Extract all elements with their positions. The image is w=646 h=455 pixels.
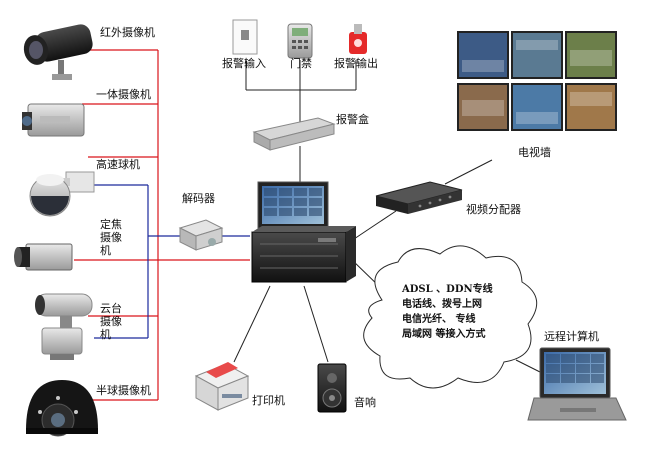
remote-computer-label: 远程计算机 (544, 330, 599, 343)
door-access-icon (287, 23, 313, 59)
alarm-output-icon (349, 24, 367, 54)
integrated-camera-icon (22, 103, 85, 137)
ptz-camera-icon (35, 293, 93, 360)
network-line: ADSL 、DDN专线 (402, 284, 493, 295)
network-access-methods: ADSL 、DDN专线 电话线、拨号上网 电信光纤、 专线 局域网 等接入方式 (402, 282, 522, 342)
video-wall-icon (457, 31, 617, 131)
decoder-label: 解码器 (182, 192, 215, 205)
speaker-label: 音响 (354, 396, 376, 409)
video-wall-label: 电视墙 (518, 146, 551, 159)
fixed-focus-camera-label: 定焦摄像机 (100, 218, 122, 257)
alarm-input-label: 报警输入 (222, 57, 266, 70)
ptz-camera-label: 云台摄像机 (100, 302, 122, 341)
network-line: 电信光纤、 专线 (402, 314, 476, 325)
video-splitter-label: 视频分配器 (466, 203, 521, 216)
fixed-focus-camera-icon (14, 243, 73, 271)
infrared-camera-icon (23, 24, 93, 80)
alarm-box-label: 报警盒 (336, 113, 369, 126)
alarm-input-icon (232, 19, 258, 55)
control-lines (78, 184, 250, 339)
network-line: 电话线、拨号上网 (402, 299, 482, 310)
network-cloud-icon (363, 245, 538, 389)
alarm-box-icon (252, 117, 336, 151)
video-splitter-icon (375, 181, 463, 214)
half-dome-camera-icon (26, 380, 98, 437)
speaker-icon (317, 363, 347, 413)
network-line: 局域网 等接入方式 (402, 329, 486, 340)
decoder-icon (178, 219, 224, 251)
printer-icon (194, 362, 250, 411)
integrated-camera-label: 一体摄像机 (96, 88, 151, 101)
half-dome-camera-label: 半球摄像机 (96, 384, 151, 397)
remote-computer-icon (527, 347, 627, 421)
printer-label: 打印机 (252, 394, 285, 407)
dvr-host-icon (251, 181, 356, 283)
door-access-label: 门禁 (290, 57, 312, 70)
speed-dome-label: 高速球机 (96, 158, 140, 171)
infrared-camera-label: 红外摄像机 (100, 26, 155, 39)
video-lines (62, 49, 250, 401)
alarm-output-label: 报警输出 (334, 57, 378, 70)
speed-dome-icon (29, 171, 95, 217)
